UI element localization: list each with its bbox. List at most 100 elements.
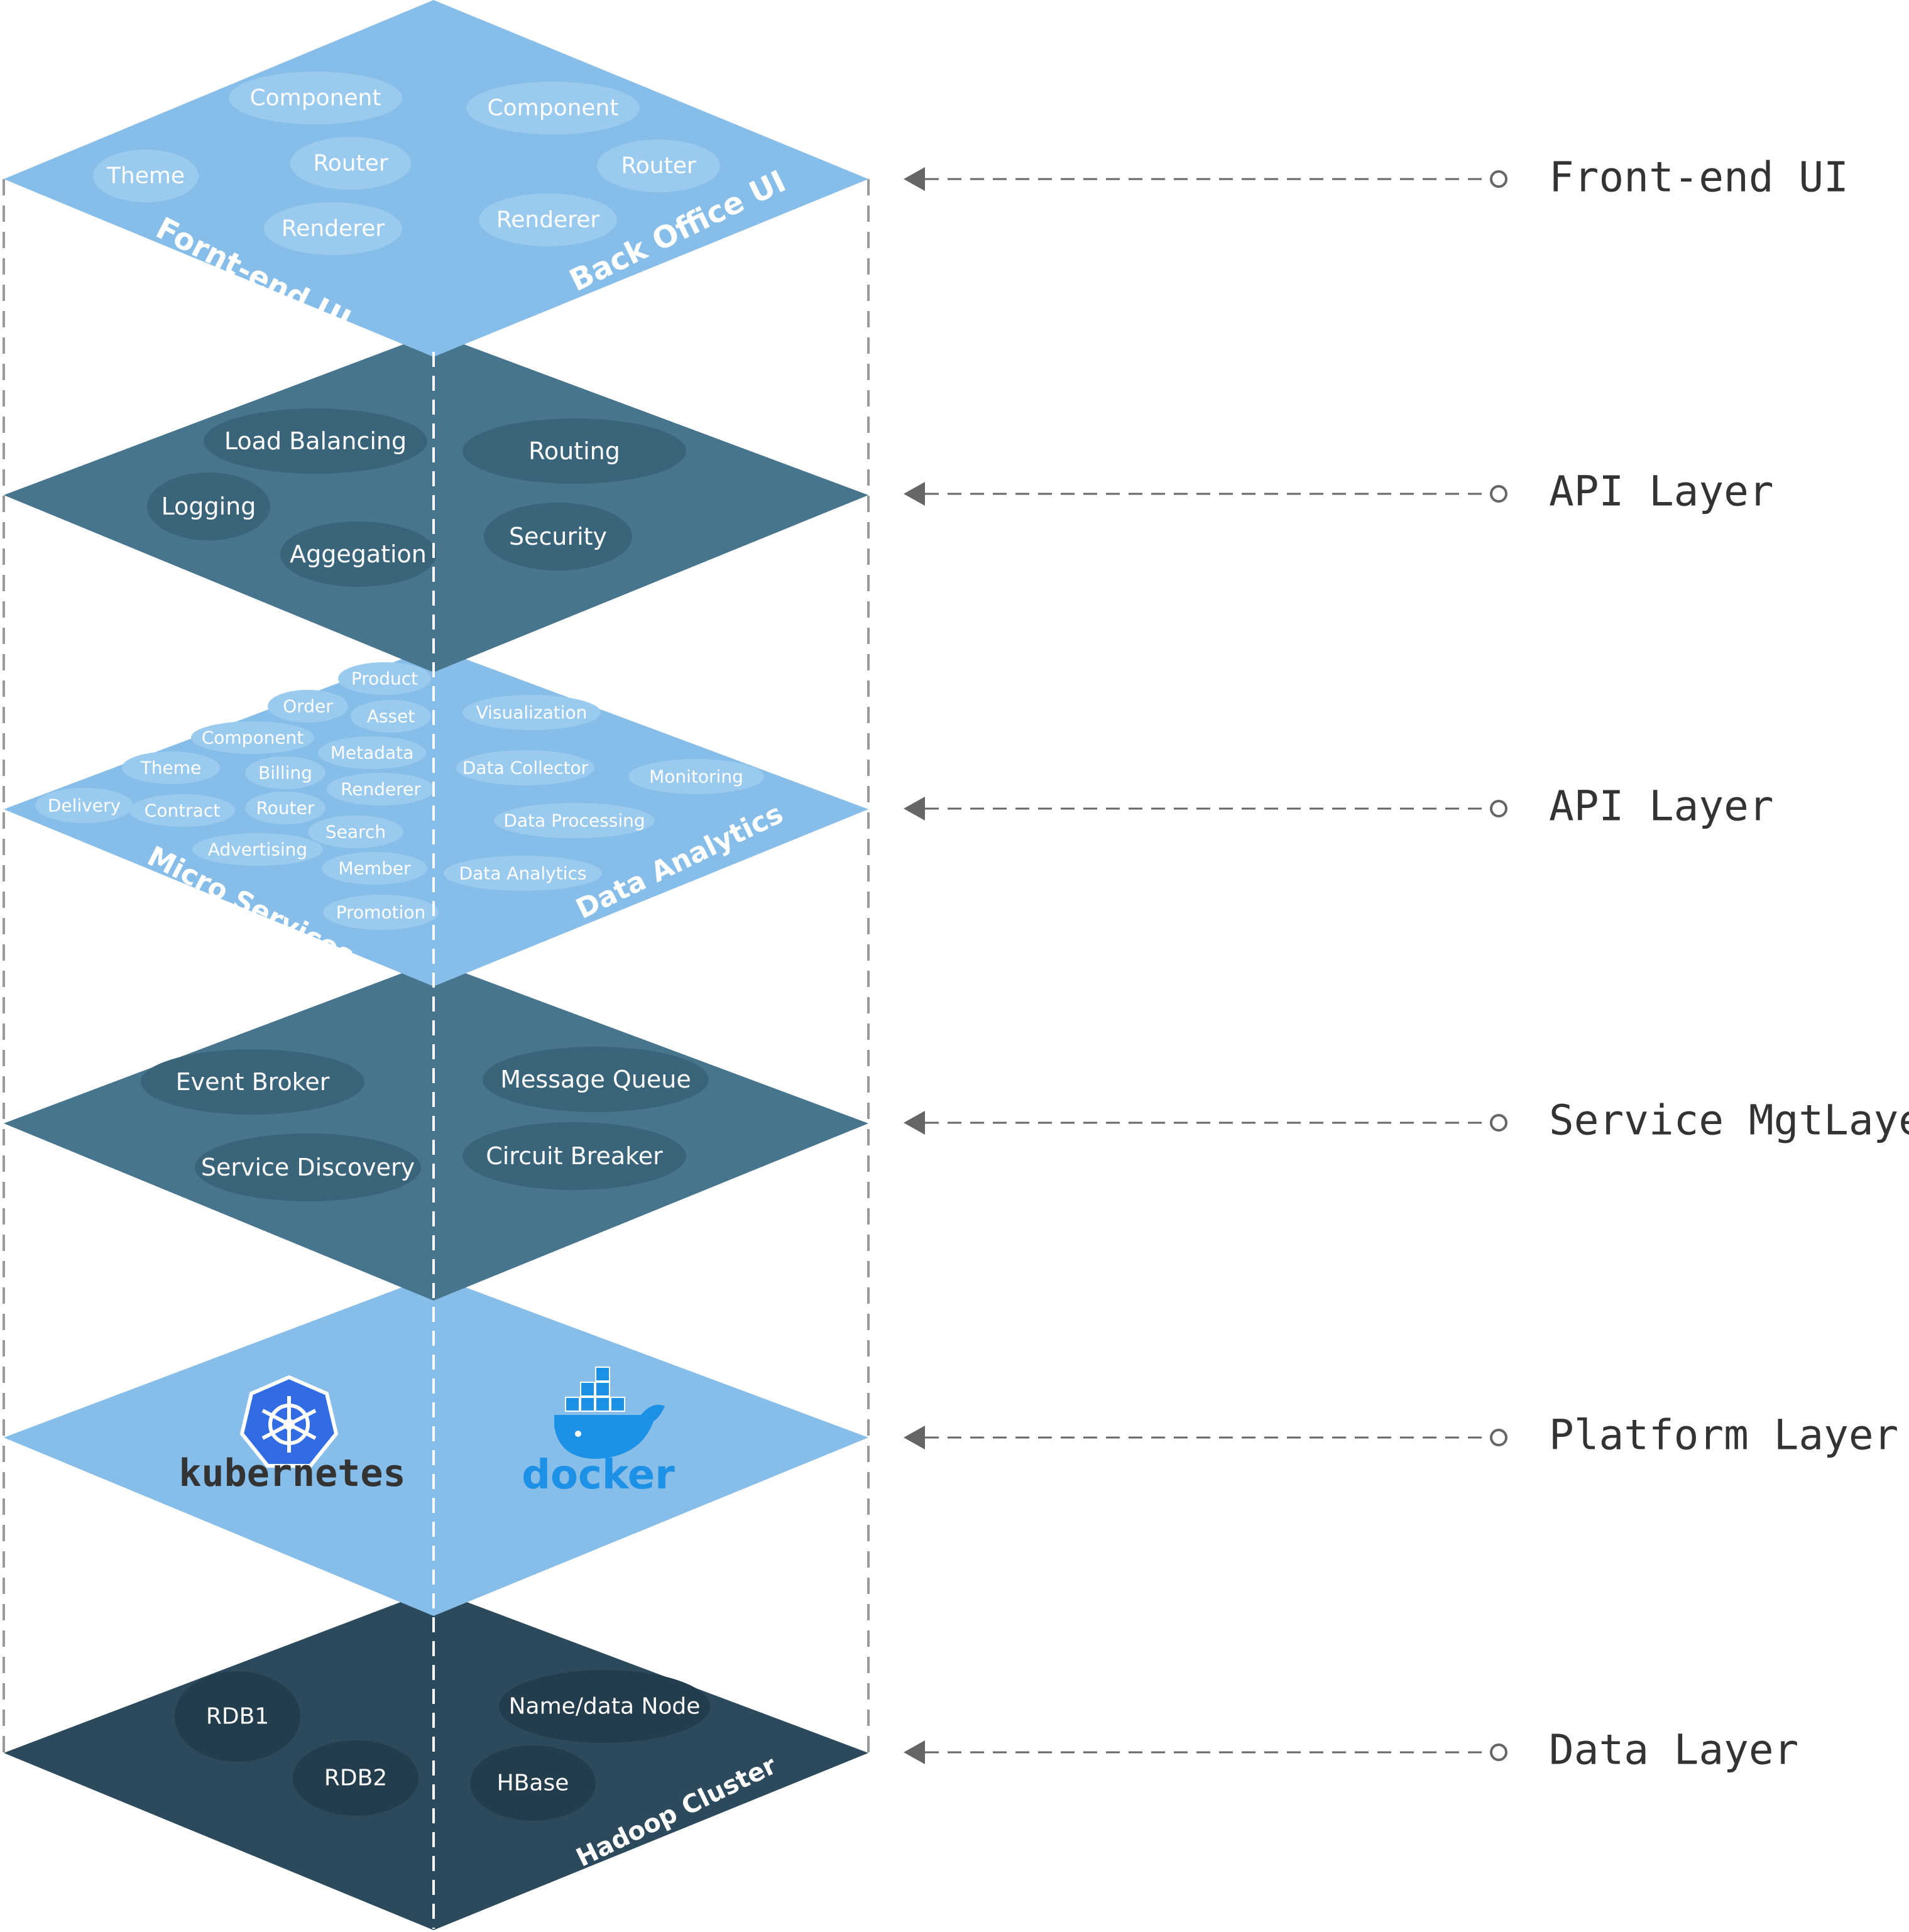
pill-label: Aggegation — [290, 540, 427, 568]
pill-label: Circuit Breaker — [486, 1142, 663, 1170]
pill-label: Data Collector — [462, 758, 589, 778]
pill-data-processing: Data Processing — [494, 803, 655, 838]
pill-label: Event Broker — [176, 1068, 330, 1096]
pill-bg — [322, 852, 427, 885]
services-items: Product Order Asset Component Metadata T… — [35, 662, 764, 930]
pill-rdb1: RDB1 — [175, 1671, 300, 1762]
pill-bg — [466, 82, 640, 134]
endpoint-circle-icon — [1490, 1114, 1507, 1132]
pill-theme: Theme — [93, 150, 199, 202]
docker-wordmark: docker — [522, 1452, 675, 1498]
pill-label: Delivery — [48, 795, 121, 816]
layer-api-plane — [4, 333, 868, 672]
arrowhead-icon — [904, 1740, 925, 1764]
pill-routing: Routing — [462, 418, 686, 484]
pill-name-data-node: Name/data Node — [499, 1670, 710, 1743]
pill-label: Member — [338, 858, 411, 879]
layer-data-plane — [4, 1590, 868, 1930]
label-row-services: API Layer — [904, 782, 1774, 831]
pill-label: Router — [621, 153, 696, 179]
pill-bg — [268, 690, 348, 723]
endpoint-circle-icon — [1490, 1744, 1507, 1761]
layer-label-data: Data Layer — [1549, 1726, 1798, 1774]
pill-advertising: Advertising — [192, 833, 323, 866]
pill-bg — [323, 895, 439, 930]
pill-bg — [499, 1670, 710, 1743]
pill-promotion: Promotion — [323, 895, 439, 930]
pill-bg — [444, 856, 602, 891]
pill-visualization: Visualization — [462, 695, 601, 730]
pill-bg — [462, 418, 686, 484]
layer-mgmt: Event Broker Message Queue Service Disco… — [4, 961, 868, 1301]
pill-bg — [129, 794, 235, 827]
label-row-data: Data Layer — [904, 1726, 1798, 1774]
pill-label: Security — [509, 523, 607, 550]
pill-renderer: Renderer — [327, 773, 435, 805]
pill-label: Asset — [367, 706, 415, 727]
endpoint-circle-icon — [1490, 1429, 1507, 1446]
pill-bg — [280, 521, 436, 587]
kubernetes-wordmark: kubernetes — [178, 1451, 405, 1495]
layer-api: Load Balancing Routing Logging Aggegatio… — [4, 333, 868, 672]
pill-label: Visualization — [476, 702, 588, 723]
pill-service-discovery: Service Discovery — [195, 1133, 421, 1201]
pill-bg — [462, 695, 601, 730]
pill-security: Security — [484, 503, 632, 570]
pill-label: Component — [202, 728, 304, 748]
docker-whale-eye — [575, 1431, 581, 1437]
pill-label: Load Balancing — [224, 427, 407, 455]
layer-platform: kubernetes docker — [4, 1275, 868, 1616]
endpoint-circle-icon — [1490, 485, 1507, 503]
pill-hbase: HBase — [470, 1745, 596, 1821]
pill-label: Service Discovery — [201, 1154, 415, 1181]
pill-label: HBase — [497, 1771, 569, 1796]
pill-asset: Asset — [351, 700, 431, 733]
pill-label: Component — [249, 85, 381, 111]
pill-bg — [35, 788, 133, 823]
pill-label: Theme — [106, 163, 185, 189]
pill-bg — [351, 700, 431, 733]
pill-renderer-right: Renderer — [479, 194, 617, 246]
pill-label: Component — [487, 96, 618, 121]
docker-containers — [565, 1367, 625, 1412]
endpoint-circle-icon — [1490, 800, 1507, 817]
pill-bg — [122, 751, 220, 784]
pill-label: Routing — [528, 437, 620, 465]
pill-member: Member — [322, 852, 427, 885]
pill-label: Advertising — [208, 839, 307, 860]
pill-contract: Contract — [129, 794, 235, 827]
layer-mgmt-plane — [4, 961, 868, 1301]
pill-aggegation: Aggegation — [280, 521, 436, 587]
layer-label-api: API Layer — [1549, 467, 1774, 516]
pill-label: Monitoring — [649, 767, 743, 787]
pill-bg — [494, 803, 655, 838]
pill-label: Data Analytics — [459, 863, 587, 884]
pill-bg — [245, 792, 325, 824]
layer-label-services: API Layer — [1549, 782, 1774, 831]
pill-label: Router — [313, 151, 388, 177]
pill-bg — [338, 662, 431, 695]
pill-bg — [597, 139, 720, 192]
pill-label: Product — [351, 669, 418, 689]
docker-logo: docker — [522, 1367, 675, 1498]
pill-monitoring: Monitoring — [628, 759, 764, 794]
endpoint-circle-icon — [1490, 170, 1507, 188]
pill-bg — [290, 137, 411, 190]
pill-label: Search — [325, 822, 386, 843]
pill-billing: Billing — [245, 756, 325, 789]
pill-bg — [327, 773, 435, 805]
layer-labels: Front-end UI API Layer API Layer Service… — [904, 153, 1909, 1774]
label-row-platform: Platform Layer — [904, 1411, 1898, 1460]
pill-bg — [204, 408, 427, 474]
pill-router: Router — [245, 792, 325, 824]
pill-label: RDB1 — [206, 1704, 269, 1730]
arrowhead-icon — [904, 1426, 925, 1449]
docker-whale-body — [554, 1404, 665, 1459]
pill-bg — [456, 750, 594, 785]
pill-bg — [470, 1745, 596, 1821]
pill-rdb2: RDB2 — [293, 1740, 418, 1816]
layer-platform-plane — [4, 1275, 868, 1616]
pill-component-right: Component — [466, 82, 640, 134]
data-items: RDB1 RDB2 Name/data Node HBase — [175, 1670, 710, 1821]
pill-logging: Logging — [147, 472, 270, 540]
